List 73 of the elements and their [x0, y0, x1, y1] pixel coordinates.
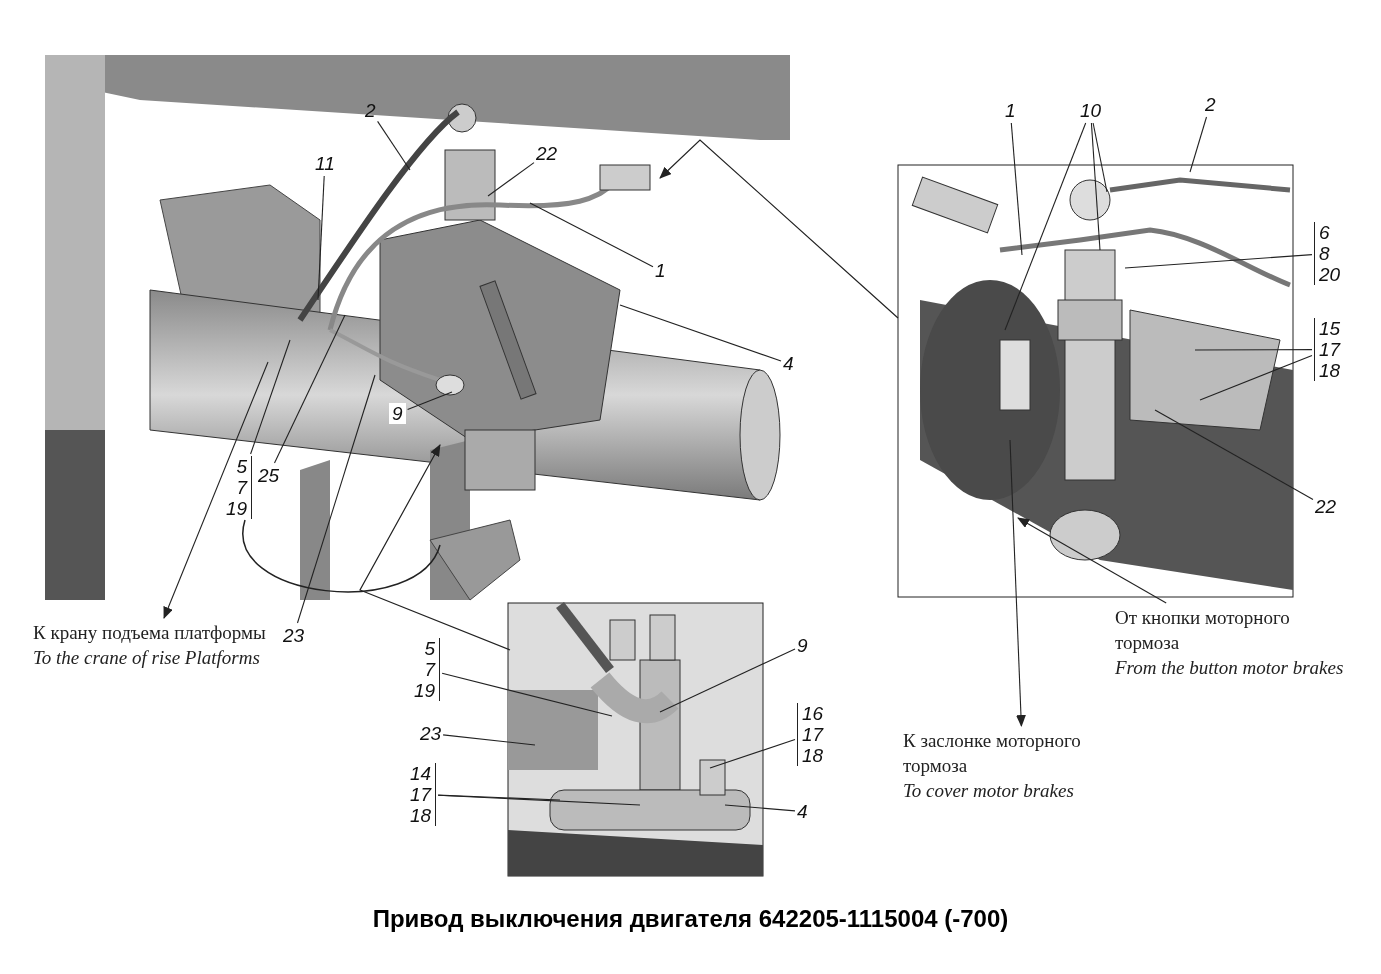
- leader-line: [1154, 409, 1314, 500]
- callout-number: 5: [424, 638, 436, 659]
- callout-number: 4: [783, 353, 794, 374]
- callout-number: 19: [226, 498, 248, 519]
- callout-bracket: [226, 456, 253, 519]
- callout-number: 4: [797, 801, 808, 822]
- note-text: От кнопки моторного тормоза: [1115, 606, 1291, 655]
- callout-number: 9: [389, 403, 406, 424]
- callout-number: 16: [802, 703, 824, 724]
- leader-line: [1124, 254, 1313, 269]
- leader-arrow: [1009, 439, 1026, 727]
- callout-number: 1: [1005, 100, 1016, 121]
- note-translation: To cover motor brakes: [903, 779, 1075, 803]
- callout-number: 18: [802, 745, 824, 766]
- callout-number: 18: [1319, 360, 1341, 381]
- leader-line: [441, 672, 613, 717]
- callout-number: 6: [1319, 222, 1331, 243]
- leader-line: [437, 794, 641, 806]
- callout-number: 1: [655, 260, 666, 281]
- callout-bracket: [797, 703, 824, 766]
- callout-number: 18: [410, 805, 432, 826]
- leader-line: [619, 304, 782, 362]
- note-text: К крану подъема платформы: [33, 621, 267, 645]
- leader-line: [487, 162, 535, 197]
- note-translation: To the crane of rise Platforms: [33, 646, 261, 670]
- leader-line: [442, 734, 536, 746]
- note-translation: From the button motor brakes: [1115, 656, 1345, 680]
- leader-line: [724, 804, 796, 812]
- title: Привод выключения двигателя 642205-1115004 (-700): [372, 905, 1009, 932]
- callout-number: 7: [424, 659, 436, 680]
- callout-number: 19: [414, 680, 436, 701]
- callout-number: 25: [258, 465, 280, 486]
- callout-number: 15: [1319, 318, 1341, 339]
- leader-line: [250, 339, 291, 455]
- callout-number: 5: [236, 456, 248, 477]
- leader-line: [437, 794, 561, 801]
- callout-number: 20: [1319, 264, 1341, 285]
- leader-line: [1194, 349, 1313, 351]
- callout-number: 9: [797, 635, 808, 656]
- callout-number: 8: [1319, 243, 1331, 264]
- callout-number: 22: [1315, 496, 1337, 517]
- callout-number: 11: [315, 153, 335, 174]
- leader-line: [659, 648, 796, 713]
- leader-line: [709, 738, 796, 769]
- callout-bracket: [414, 638, 441, 701]
- callout-bracket: [1314, 222, 1341, 285]
- note-text: К заслонке моторного тормоза: [903, 729, 1082, 778]
- callout-bracket: [1314, 318, 1341, 381]
- callout-bracket: [410, 763, 437, 826]
- callout-number: 22: [536, 143, 558, 164]
- callout-number: 2: [1205, 94, 1216, 115]
- callout-number: 23: [420, 723, 442, 744]
- leader-line: [1199, 354, 1313, 401]
- callout-number: 23: [283, 625, 305, 646]
- leader-arrow: [163, 361, 269, 619]
- callout-number: 14: [410, 763, 432, 784]
- leader-line: [1010, 122, 1023, 256]
- leader-line: [1189, 116, 1208, 173]
- leader-line: [529, 202, 654, 268]
- callout-number: 10: [1080, 100, 1102, 121]
- leader-line: [317, 175, 325, 301]
- leader-line: [296, 374, 376, 624]
- callout-number: 17: [1319, 339, 1341, 360]
- leader-line: [407, 391, 453, 411]
- callout-number: 17: [802, 724, 824, 745]
- leader-line: [1004, 122, 1087, 331]
- callout-number: 17: [410, 784, 432, 805]
- leader-line: [1092, 122, 1108, 193]
- callout-number: 7: [236, 477, 248, 498]
- leader-line: [273, 314, 346, 464]
- leader-arrow: [1017, 517, 1167, 604]
- leader-line: [1090, 122, 1101, 251]
- leader-line: [377, 120, 411, 171]
